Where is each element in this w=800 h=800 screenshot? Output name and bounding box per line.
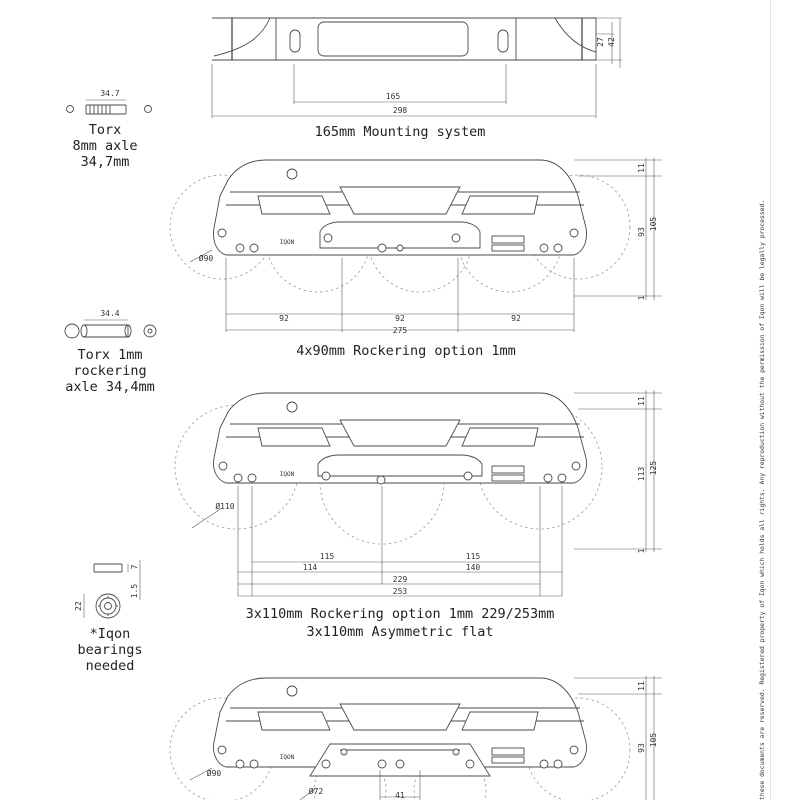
torx-axle-length-label: 34.7 bbox=[100, 89, 119, 98]
frame-3x110-drawing bbox=[174, 390, 662, 597]
bearings-line-1: *Iqon bbox=[89, 626, 131, 642]
frame-bottom-height-1-label: 93 bbox=[637, 743, 646, 753]
mount-height-total-label: 42 bbox=[607, 37, 616, 47]
frame-bottom-gap-label: 11 bbox=[637, 681, 646, 691]
frame90-offset-label: 1 bbox=[637, 295, 646, 300]
frame90-spacing-3-label: 92 bbox=[511, 314, 521, 323]
frame110-height-1-label: 113 bbox=[637, 467, 646, 482]
frame90-logo: IQON bbox=[280, 239, 295, 246]
frame90-wheel-diameter-label: Ø90 bbox=[199, 253, 214, 263]
bearing-width-label: 1.5 bbox=[130, 584, 139, 599]
frame-bottom-logo: IQON bbox=[280, 754, 295, 761]
bearing-depth-label: 7 bbox=[130, 564, 139, 569]
frame90-gap-label: 11 bbox=[637, 163, 646, 173]
frame-bottom-height-2-label: 105 bbox=[649, 733, 658, 748]
bearings-caption: *Iqon bearings needed bbox=[50, 626, 170, 674]
frame110-height-2-label: 125 bbox=[649, 461, 658, 476]
rockering-axle-caption: Torx 1mm rockering axle 34,4mm bbox=[40, 347, 180, 395]
rockering-90-caption: 4x90mm Rockering option 1mm bbox=[296, 343, 516, 359]
rockering-axle-drawing bbox=[64, 319, 157, 339]
frame-bottom-spacing-label: 41 bbox=[395, 791, 405, 800]
frame90-height-2-label: 105 bbox=[649, 217, 658, 232]
frame90-total-label: 275 bbox=[393, 326, 408, 335]
frame-4x90-drawing bbox=[169, 158, 662, 332]
frame110-spacing-top-1-label: 115 bbox=[320, 552, 335, 561]
bearings-line-3: needed bbox=[85, 658, 135, 674]
frame110-offset-label: 1 bbox=[637, 548, 646, 553]
bearing-diameter-label: 22 bbox=[74, 601, 83, 611]
page-border-line bbox=[770, 0, 771, 800]
frame110-total-a-label: 229 bbox=[393, 575, 408, 584]
frame110-wheel-diameter-label: Ø110 bbox=[215, 501, 234, 511]
frame110-total-b-label: 253 bbox=[393, 587, 408, 596]
mounting-system-caption: 165mm Mounting system bbox=[314, 124, 486, 140]
bearing-drawing bbox=[83, 560, 141, 619]
frame90-height-1-label: 93 bbox=[637, 227, 646, 237]
torx-axle-line-2: 8mm axle bbox=[72, 138, 138, 154]
mount-height-small-label: 27 bbox=[596, 37, 605, 47]
frame90-spacing-1-label: 92 bbox=[279, 314, 289, 323]
rockering-axle-line-2: rockering bbox=[73, 363, 147, 379]
frame-bottom-drawing bbox=[169, 676, 662, 800]
rockering-axle-line-3: axle 34,4mm bbox=[65, 379, 155, 395]
mount-width-total-label: 298 bbox=[393, 106, 408, 115]
rockering-110-caption: 3x110mm Rockering option 1mm 229/253mm bbox=[245, 606, 555, 622]
torx-axle-drawing bbox=[66, 99, 152, 115]
frame90-spacing-2-label: 92 bbox=[395, 314, 405, 323]
rockering-axle-line-1: Torx 1mm bbox=[77, 347, 143, 363]
torx-axle-line-1: Torx bbox=[88, 122, 122, 138]
asymmetric-flat-caption: 3x110mm Asymmetric flat bbox=[306, 624, 494, 640]
copyright-side-note: these documents are reserved. Registered… bbox=[758, 199, 766, 800]
frame110-gap-label: 11 bbox=[637, 396, 646, 406]
frame110-spacing-bottom-1-label: 114 bbox=[303, 563, 318, 572]
frame110-logo: IQON bbox=[280, 471, 295, 478]
bearings-line-2: bearings bbox=[77, 642, 143, 658]
rockering-axle-length-label: 34.4 bbox=[100, 309, 119, 318]
frame110-spacing-bottom-2-label: 140 bbox=[466, 563, 481, 572]
frame110-spacing-top-2-label: 115 bbox=[466, 552, 481, 561]
frame-bottom-wheel-diameter-label: Ø90 bbox=[207, 768, 222, 778]
mount-width-small-label: 165 bbox=[386, 92, 401, 101]
mounting-system-drawing bbox=[211, 17, 622, 118]
torx-axle-line-3: 34,7mm bbox=[80, 154, 130, 170]
frame-bottom-small-wheel-label: Ø72 bbox=[309, 786, 324, 796]
torx-axle-caption: Torx 8mm axle 34,7mm bbox=[40, 122, 170, 170]
